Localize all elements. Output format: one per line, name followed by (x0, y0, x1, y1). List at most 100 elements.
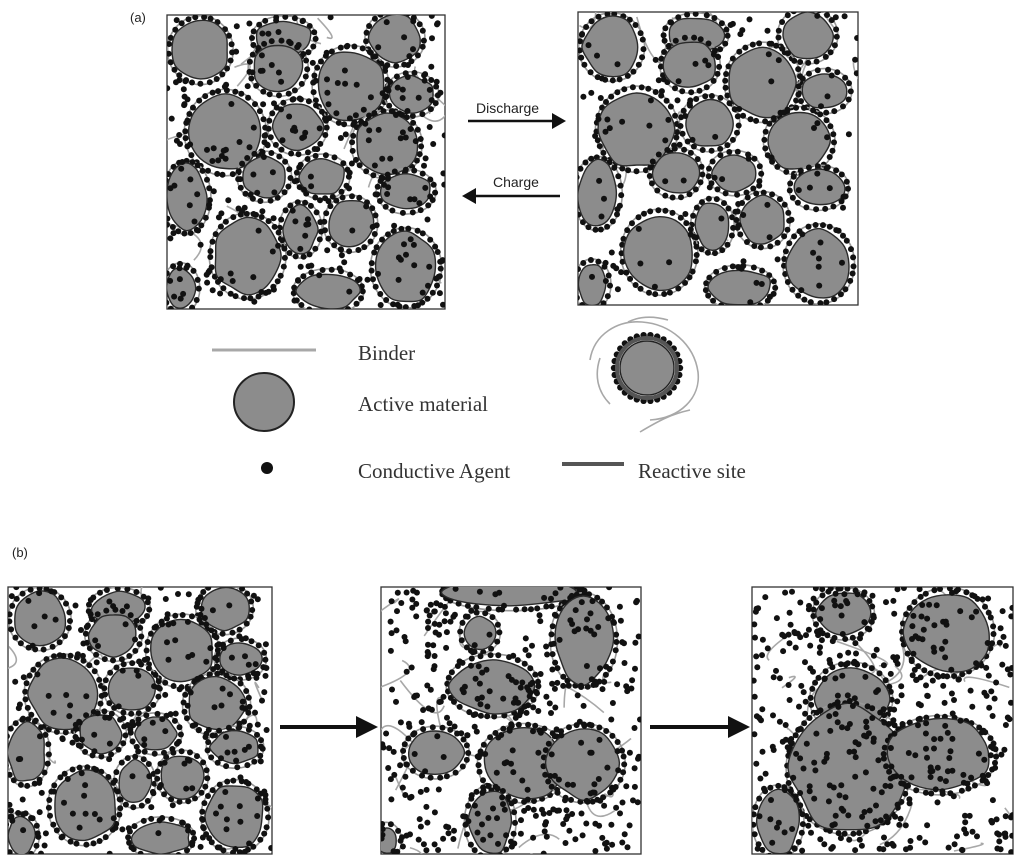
conductive-particle (428, 63, 435, 70)
conductive-particle (764, 27, 771, 34)
conductive-particle (185, 653, 192, 660)
conductive-particle (817, 239, 824, 246)
conductive-particle (797, 802, 804, 809)
conductive-particle (120, 661, 127, 668)
panel-b-stage-3 (751, 586, 1014, 855)
conductive-particle (571, 193, 577, 199)
conductive-particle (180, 86, 187, 93)
active-material-particle (581, 15, 639, 78)
conductive-particle (825, 798, 832, 805)
conductive-particle (411, 262, 418, 269)
conductive-particle (359, 45, 366, 52)
conductive-particle (410, 241, 417, 248)
conductive-particle (427, 774, 434, 781)
conductive-particle (93, 651, 100, 658)
conductive-particle (840, 232, 846, 239)
conductive-particle (578, 174, 580, 180)
conductive-particle (751, 243, 758, 249)
conductive-particle (712, 250, 718, 257)
conductive-particle (368, 267, 375, 274)
conductive-particle (250, 592, 257, 599)
conductive-particle (603, 663, 610, 670)
conductive-particle (495, 606, 502, 613)
conductive-particle (171, 293, 178, 300)
conductive-particle (631, 783, 638, 790)
conductive-particle (705, 195, 712, 202)
conductive-particle (568, 581, 574, 587)
conductive-particle (884, 819, 891, 826)
conductive-particle (358, 295, 364, 302)
conductive-particle (366, 48, 373, 55)
conductive-particle (768, 154, 775, 161)
conductive-particle (177, 141, 183, 147)
conductive-particle (706, 165, 712, 172)
conductive-particle (363, 168, 370, 175)
conductive-particle (204, 146, 210, 153)
conductive-particle (834, 692, 841, 699)
conductive-particle (730, 224, 737, 231)
conductive-particle (765, 51, 772, 58)
conductive-particle (202, 93, 209, 100)
conductive-particle (780, 109, 787, 116)
conductive-particle (431, 620, 438, 627)
conductive-particle (440, 835, 447, 842)
conductive-particle (908, 774, 915, 781)
conductive-particle (473, 604, 480, 611)
conductive-particle (199, 808, 206, 815)
conductive-particle (434, 249, 441, 255)
conductive-particle (517, 684, 524, 691)
conductive-particle (87, 597, 94, 603)
conductive-particle (959, 846, 965, 853)
conductive-particle (773, 42, 780, 49)
conductive-particle (558, 732, 565, 739)
conductive-particle (220, 644, 227, 651)
conductive-particle (479, 821, 485, 828)
conductive-particle (873, 802, 879, 809)
conductive-particle (297, 263, 304, 270)
conductive-particle (614, 681, 621, 688)
conductive-particle (617, 810, 623, 817)
conductive-particle (572, 607, 579, 614)
conductive-particle (725, 205, 732, 212)
conductive-particle (769, 839, 776, 846)
conductive-particle (132, 647, 139, 654)
conductive-particle (249, 69, 256, 76)
conductive-particle (818, 605, 825, 612)
conductive-particle (856, 830, 863, 836)
conductive-particle (275, 229, 282, 236)
conductive-particle (662, 192, 669, 199)
conductive-particle (329, 193, 336, 200)
conductive-particle (664, 147, 671, 153)
conductive-particle (387, 821, 394, 828)
conductive-particle (399, 834, 405, 841)
conductive-particle (861, 732, 868, 739)
conductive-particle (403, 251, 409, 258)
conductive-particle (735, 201, 742, 207)
conductive-particle (696, 87, 703, 94)
conductive-particle (774, 239, 781, 246)
conductive-particle (168, 115, 175, 122)
conductive-particle (514, 657, 521, 664)
conductive-particle (869, 603, 876, 610)
conductive-particle (374, 183, 381, 190)
conductive-particle (182, 691, 189, 698)
conductive-particle (592, 133, 599, 139)
conductive-particle (388, 598, 395, 605)
conductive-particle (578, 54, 585, 61)
conductive-particle (492, 572, 498, 578)
conductive-particle (596, 143, 603, 150)
conductive-particle (436, 621, 443, 628)
conductive-particle (452, 587, 459, 592)
conductive-particle (24, 782, 31, 789)
conductive-particle (197, 594, 204, 601)
conductive-particle (218, 702, 225, 709)
conductive-particle (119, 608, 126, 614)
conductive-particle (560, 682, 567, 689)
conductive-particle (31, 718, 38, 725)
conductive-particle (909, 672, 916, 679)
conductive-particle (252, 661, 259, 668)
conductive-particle (823, 117, 830, 124)
conductive-particle (775, 57, 782, 64)
conductive-particle (495, 652, 502, 659)
conductive-particle (693, 96, 700, 102)
